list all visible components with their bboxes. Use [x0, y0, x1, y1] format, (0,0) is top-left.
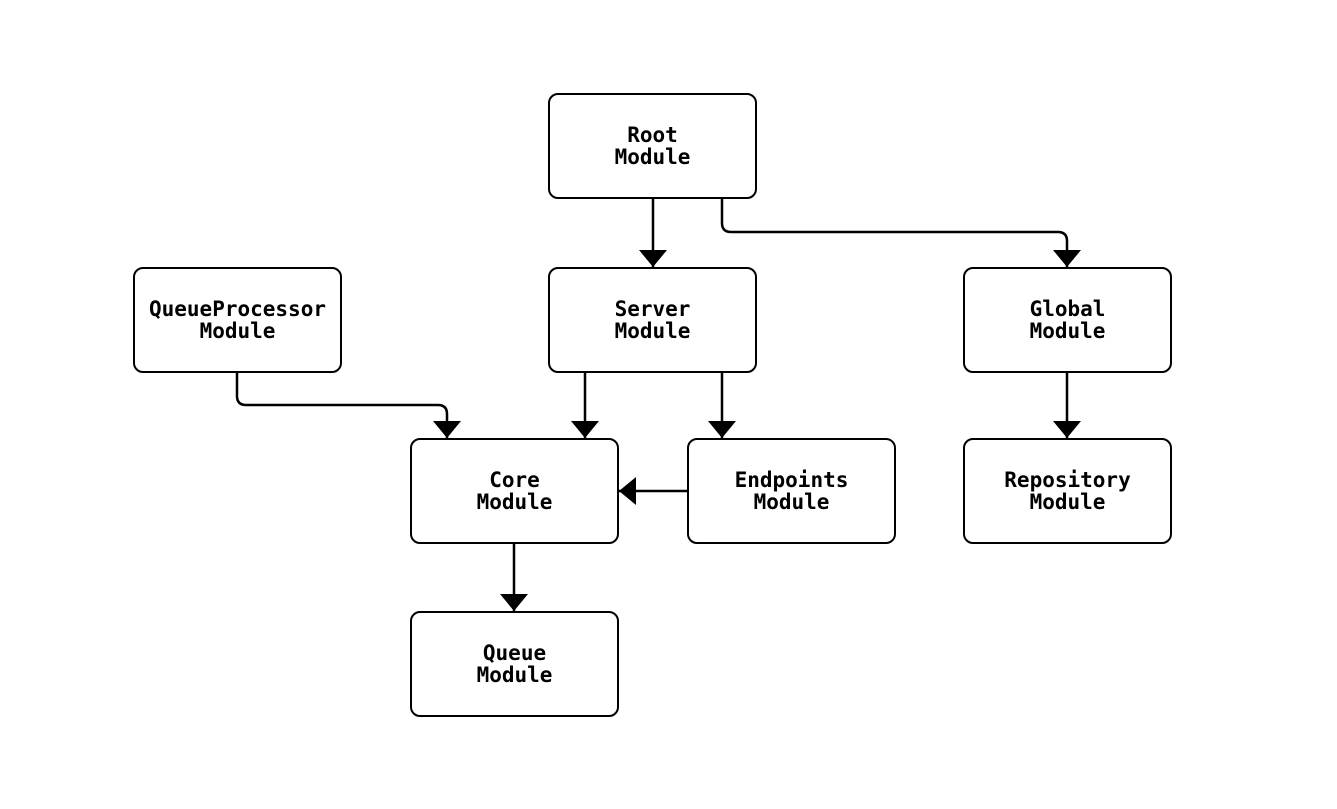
node-label-line: Module [1029, 319, 1106, 343]
arrowhead-endpoints-to-core [619, 477, 636, 505]
arrowhead-root-to-global [1053, 250, 1081, 267]
node-label-line: Module [476, 663, 553, 687]
node-label-line: Module [1029, 490, 1106, 514]
node-label-line: Module [199, 319, 276, 343]
node-label-line: Repository [1004, 468, 1131, 492]
arrowhead-global-to-repository [1053, 421, 1081, 438]
arrowhead-server-to-endpoints [708, 421, 736, 438]
node-label-line: Global [1029, 297, 1106, 321]
node-label-line: Root [627, 123, 678, 147]
node-label-line: Module [614, 319, 691, 343]
node-label-line: QueueProcessor [148, 297, 326, 321]
edge-root-to-global [720, 199, 1069, 267]
edge-queueprocessor-to-core [235, 373, 449, 438]
arrowhead-queueprocessor-to-core [433, 421, 461, 438]
node-label-line: Module [753, 490, 830, 514]
arrowhead-core-to-queue [500, 594, 528, 611]
node-label-line: Core [489, 468, 540, 492]
arrowhead-root-to-server [639, 250, 667, 267]
node-label-line: Endpoints [734, 468, 849, 492]
node-label-line: Server [614, 297, 691, 321]
node-label-line: Module [476, 490, 553, 514]
node-label-line: Module [614, 145, 691, 169]
node-label-line: Queue [482, 641, 547, 665]
arrowhead-server-to-core [571, 421, 599, 438]
